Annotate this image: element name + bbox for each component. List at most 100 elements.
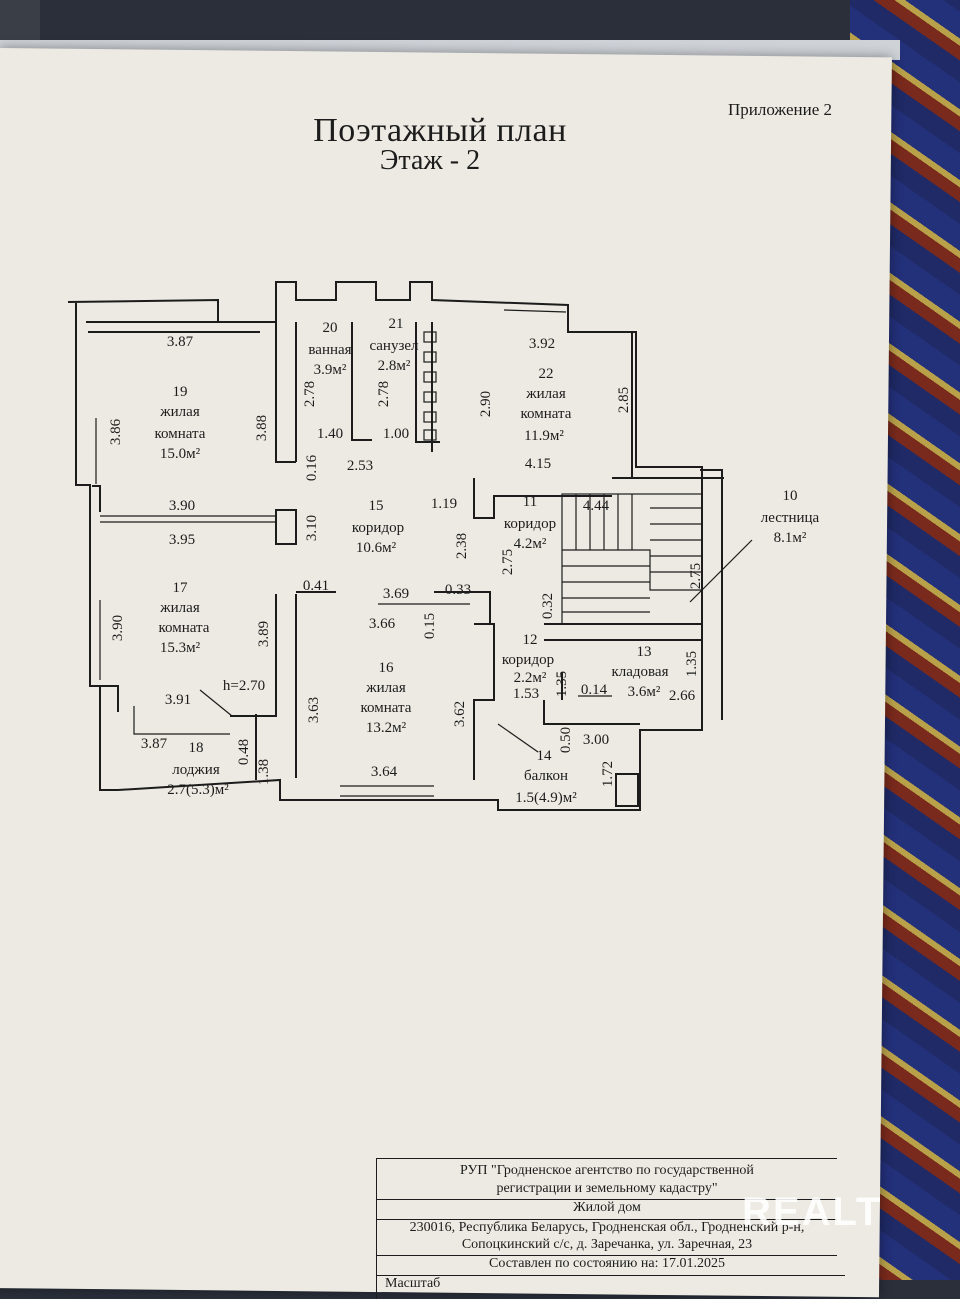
room-21-area: 2.8м²	[378, 358, 411, 374]
room-15-number: 15	[369, 498, 384, 514]
room-18-area: 2.7(5.3)м²	[167, 782, 229, 798]
room-12-area: 2.2м²	[514, 670, 547, 686]
page-title: Поэтажный план	[313, 112, 567, 149]
room-15-area: 10.6м²	[356, 540, 397, 556]
room-17-area: 15.3м²	[160, 640, 201, 656]
stamp-org-line-1: РУП "Гродненское агентство по государств…	[460, 1163, 754, 1178]
dim-label: 3.89	[256, 621, 272, 647]
walls	[67, 281, 724, 811]
room-19: 19 жилая комната 15.0м²	[155, 384, 206, 462]
dim-label: 4.44	[583, 498, 610, 514]
dim-label: 0.33	[445, 582, 471, 598]
stamp-scale-label: Масштаб	[377, 1275, 845, 1292]
dim-label: 4.15	[525, 456, 551, 472]
room-14-area: 1.5(4.9)м²	[515, 790, 577, 806]
dim-label: 0.50	[558, 727, 574, 753]
dim-label: 3.90	[110, 615, 126, 641]
dim-label: 1.53	[513, 686, 539, 702]
room-22-area: 11.9м²	[524, 428, 564, 444]
room-15-type: коридор	[352, 520, 404, 536]
dim-label: 3.00	[583, 732, 609, 748]
room-21-type: санузел	[369, 338, 419, 354]
room-13-area: 3.6м²	[628, 684, 661, 700]
room-22-number: 22	[539, 366, 554, 382]
ventilation-ducts	[423, 331, 437, 441]
dim-label: 0.16	[304, 454, 320, 481]
dim-label: 1.40	[317, 426, 343, 442]
room-12: 12 коридор 2.2м²	[502, 632, 554, 686]
balcony-leader	[497, 723, 539, 753]
room-22: 22 жилая комната 11.9м²	[521, 366, 572, 444]
room-10-number: 10	[783, 488, 798, 504]
room-13-type: кладовая	[611, 664, 668, 680]
dimension-labels: 3.87 3.92 1.40 1.00 2.53 4.15 1.19 4.44 …	[141, 334, 696, 780]
vertical-dimension-labels: 3.86 3.88 2.78 2.78 2.90 2.85 0.16 3.10 …	[108, 381, 704, 787]
dim-label: 3.69	[383, 586, 409, 602]
room-19-type-2: комната	[155, 426, 206, 442]
room-20-area: 3.9м²	[314, 362, 347, 378]
room-11: 11 коридор 4.2м²	[504, 494, 556, 552]
dim-label: 3.62	[452, 701, 468, 727]
room-14-number: 14	[537, 748, 553, 764]
room-11-number: 11	[523, 494, 537, 510]
dim-label: 2.78	[302, 381, 318, 407]
stamp-object: Жилой дом	[377, 1199, 837, 1216]
room-19-area: 15.0м²	[160, 446, 201, 462]
room-13-number: 13	[637, 644, 652, 660]
dim-label: 1.19	[431, 496, 457, 512]
dim-label: 2.75	[688, 563, 704, 589]
room-18: 18 лоджия 2.7(5.3)м²	[167, 740, 229, 798]
dim-label: 3.91	[165, 692, 191, 708]
dim-label: 3.86	[108, 418, 124, 445]
floor-label: Этаж - 2	[379, 145, 481, 176]
room-17-number: 17	[173, 580, 189, 596]
dim-label: 3.63	[306, 697, 322, 723]
room-19-number: 19	[173, 384, 188, 400]
room-13: 13 кладовая 3.6м²	[611, 644, 668, 700]
room-16-type-1: жилая	[365, 680, 406, 696]
dim-label: 3.95	[169, 532, 195, 548]
room-20-number: 20	[323, 320, 338, 336]
room-10-type: лестница	[761, 510, 820, 526]
room-11-area: 4.2м²	[514, 536, 547, 552]
dim-label: 2.78	[376, 381, 392, 407]
room-22-type-2: комната	[521, 406, 572, 422]
dim-label: 2.75	[500, 549, 516, 575]
dim-label: 3.87	[167, 334, 194, 350]
dim-label: 3.66	[369, 616, 396, 632]
room-17: 17 жилая комната 15.3м²	[159, 580, 210, 656]
dim-label: 2.66	[669, 688, 696, 704]
room-10-area: 8.1м²	[774, 530, 807, 546]
title-block-stamp: РУП "Гродненское агентство по государств…	[376, 1158, 845, 1299]
room-17-type-1: жилая	[159, 600, 200, 616]
stamp-address-line-2: Сопоцкинский с/с, д. Заречанка, ул. Заре…	[461, 1237, 753, 1252]
room-14: 14 балкон 1.5(4.9)м²	[515, 748, 577, 806]
room-16-number: 16	[379, 660, 395, 676]
dim-label: 0.14	[581, 682, 608, 698]
room-18-number: 18	[189, 740, 204, 756]
ceiling-height-label: h=2.70	[223, 678, 265, 694]
room-19-type-1: жилая	[159, 404, 200, 420]
stair-steps	[562, 494, 753, 613]
dim-label: 3.88	[254, 415, 270, 441]
room-16: 16 жилая комната 13.2м²	[361, 660, 412, 736]
room-12-type: коридор	[502, 652, 554, 668]
room-15: 15 коридор 10.6м²	[352, 498, 404, 556]
dim-label: 3.92	[529, 336, 555, 352]
dim-label: 3.10	[304, 515, 320, 541]
dim-label: 3.87	[141, 736, 168, 752]
room-21-number: 21	[389, 316, 404, 332]
dim-label: 2.90	[478, 391, 494, 417]
room-17-type-2: комната	[159, 620, 210, 636]
dim-label: 3.90	[169, 498, 195, 514]
room-22-type-1: жилая	[525, 386, 566, 402]
dim-label: 1.72	[600, 761, 616, 787]
dim-label: 2.53	[347, 458, 373, 474]
room-20: 20 ванная 3.9м²	[308, 320, 351, 378]
room-12-number: 12	[523, 632, 538, 648]
appendix-label: Приложение 2	[728, 100, 832, 119]
room-21: 21 санузел 2.8м²	[369, 316, 419, 374]
stamp-state-date: Составлен по состоянию на: 17.01.2025	[377, 1255, 837, 1272]
dim-label: 3.64	[371, 764, 398, 780]
